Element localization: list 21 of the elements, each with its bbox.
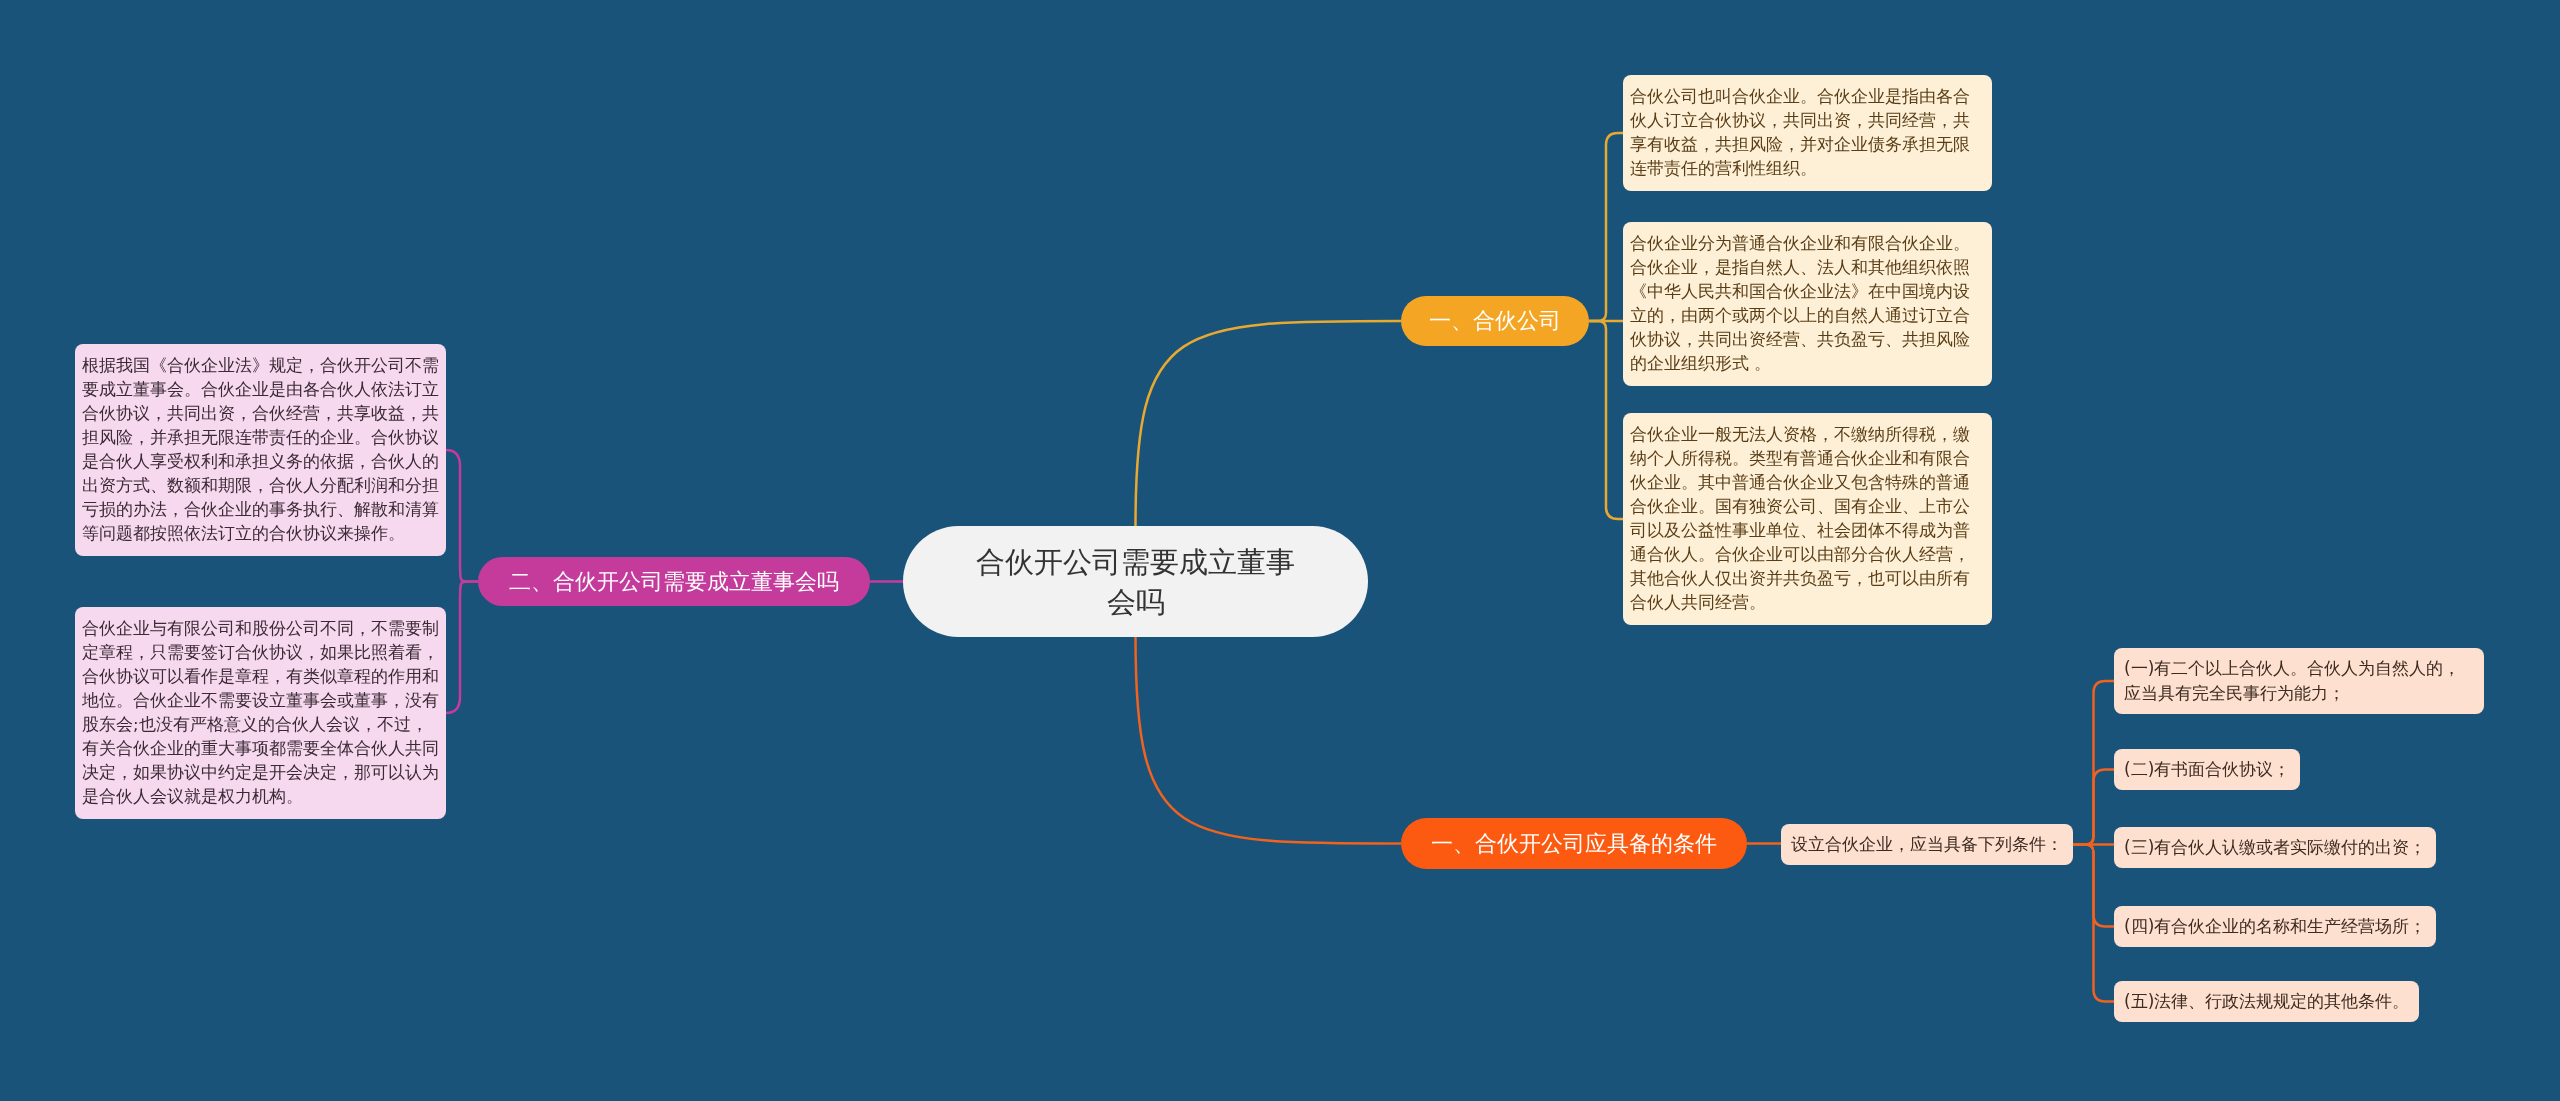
- text-card: (五)法律、行政法规规定的其他条件。: [2114, 981, 2420, 1022]
- text-card: (一)有二个以上合伙人。合伙人为自然人的，应当具有完全民事行为能力；: [2114, 648, 2484, 714]
- text-card: 根据我国《合伙企业法》规定，合伙开公司不需要成立董事会。合伙企业是由各合伙人依法订立合伙协议，共同出资，合伙经营，共享收益，共担风险，并承担无限连带责任的企业。合伙协议是合伙人享受权利和承担义务的依据，合伙人的出资方式、数额和期限，合伙人分配利润和分担亏损的办法，合伙企业的事务执行、解散和清算等问题都按照依法订立的合伙协议来操作。: [75, 344, 446, 556]
- text-card: (三)有合伙人认缴或者实际缴付的出资；: [2114, 827, 2437, 868]
- connector-line: [1134, 319, 1401, 527]
- connector-line: [1747, 842, 1781, 845]
- text-card: 合伙企业分为普通合伙企业和有限合伙企业。合伙企业，是指自然人、法人和其他组织依照《中华人民共和国合伙企业法》在中国境内设立的，由两个或两个以上的自然人通过订立合伙协议，共同出资经营、共负盈亏、共担风险的企业组织形式 。: [1623, 222, 1992, 386]
- connector-line: [2073, 843, 2114, 1003]
- text-card: (四)有合伙企业的名称和生产经营场所；: [2114, 906, 2437, 947]
- text-card: 设立合伙企业，应当具备下列条件：: [1781, 824, 2073, 865]
- topic-pill: 二、合伙开公司需要成立董事会吗: [478, 557, 870, 606]
- root-topic: 合伙开公司需要成立董事会吗: [903, 526, 1368, 637]
- text-card: 合伙公司也叫合伙企业。合伙企业是指由各合伙人订立合伙协议，共同出资，共同经营，共享有收益，共担风险，并对企业债务承担无限连带责任的营利性组织。: [1623, 75, 1992, 191]
- connector-line: [870, 580, 903, 583]
- connector-line: [1134, 636, 1401, 845]
- text-card: 合伙企业一般无法人资格，不缴纳所得税，缴纳个人所得税。类型有普通合伙企业和有限合伙企业。其中普通合伙企业又包含特殊的普通合伙企业。国有独资公司、国有企业、上市公司以及公益性事业单位、社会团体不得成为普通合伙人。合伙企业可以由部分合伙人经营，其他合伙人仅出资并共负盈亏，也可以由所有合伙人共同经营。: [1623, 413, 1992, 625]
- topic-pill: 一、合伙开公司应具备的条件: [1401, 818, 1747, 869]
- text-card: (二)有书面合伙协议；: [2114, 749, 2301, 790]
- topic-pill: 一、合伙公司: [1401, 296, 1589, 346]
- connector-line: [445, 580, 478, 715]
- text-card: 合伙企业与有限公司和股份公司不同，不需要制定章程，只需要签订合伙协议，如果比照着看，合伙协议可以看作是章程，有类似章程的作用和地位。合伙企业不需要设立董事会或董事，没有股东会;也没有严格意义的合伙人会议，不过，有关合伙企业的重大事项都需要全体合伙人共同决定，如果协议中约定是开会决定，那可以认为是合伙人会议就是权力机构。: [75, 607, 446, 819]
